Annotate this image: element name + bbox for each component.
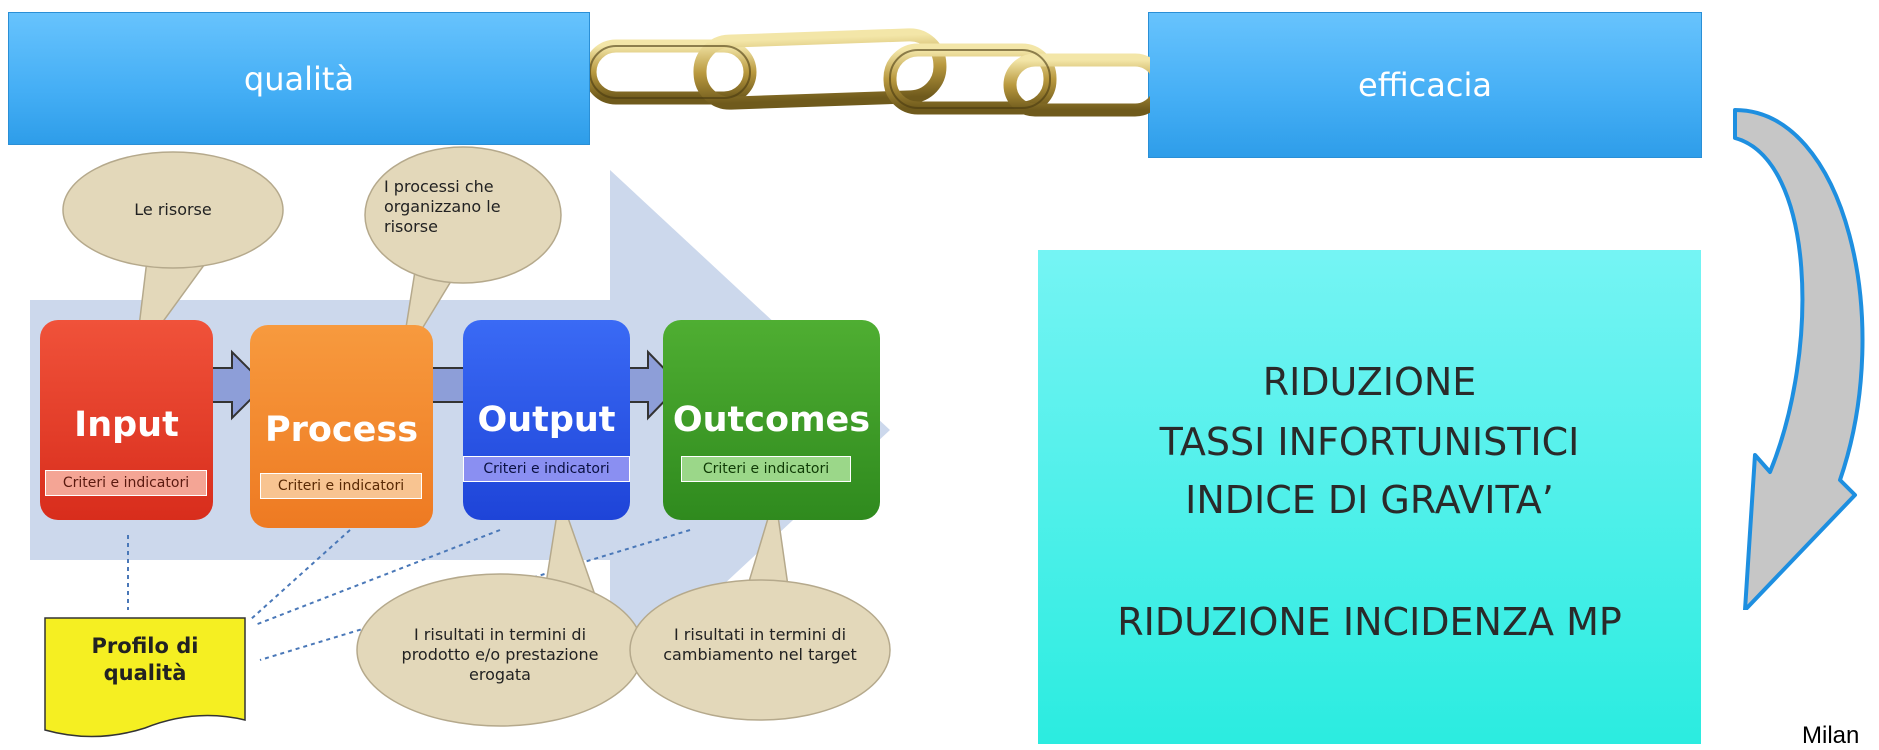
chain-image xyxy=(590,28,1150,117)
stage-output-title: Output xyxy=(477,400,616,440)
stage-outcomes-title: Outcomes xyxy=(672,400,871,440)
stage-input-title: Input xyxy=(74,405,179,445)
stage-input-criteria: Criteri e indicatori xyxy=(45,470,207,496)
chain-link-2 xyxy=(693,28,947,110)
banner-efficacia: efficacia xyxy=(1148,12,1702,158)
footer-partial-text: Milan xyxy=(1802,722,1860,749)
callout-bubble-resources xyxy=(62,151,284,269)
stage-process-criteria: Criteri e indicatori xyxy=(260,473,422,499)
chain-link-4 xyxy=(1003,53,1150,117)
curved-arrow xyxy=(1733,108,1865,610)
background-arrow-shape xyxy=(30,170,890,690)
results-line-2: TASSI INFORTUNISTICI xyxy=(1159,420,1580,464)
banner-qualita-label: qualità xyxy=(243,59,355,98)
profile-label: Profilo di qualità xyxy=(91,634,199,685)
callout-outcomes-results: I risultati in termini di cambiamento ne… xyxy=(663,625,857,664)
banner-qualita: qualità xyxy=(8,12,590,145)
stage-process: Process Criteri e indicatori xyxy=(250,325,433,528)
results-line-4: RIDUZIONE INCIDENZA MP xyxy=(1117,600,1622,644)
callout-processes: I processi che organizzano le risorse xyxy=(384,177,501,236)
banner-efficacia-label: efficacia xyxy=(1358,66,1492,104)
stage-output-criteria: Criteri e indicatori xyxy=(463,456,630,482)
results-line-3: INDICE DI GRAVITA’ xyxy=(1185,478,1554,522)
stage-process-title: Process xyxy=(264,410,419,450)
callout-resources: Le risorse xyxy=(134,200,212,219)
callout-bubble-outcomes xyxy=(629,579,891,721)
stage-outcomes-criteria: Criteri e indicatori xyxy=(681,456,851,482)
results-line-1: RIDUZIONE xyxy=(1262,360,1477,404)
profile-document-shape xyxy=(44,617,246,738)
callout-bubble-processes xyxy=(364,146,562,284)
stage-outcomes: Outcomes Criteri e indicatori xyxy=(663,320,880,520)
callout-output-results: I risultati in termini di prodotto e/o p… xyxy=(401,625,599,684)
results-box: RIDUZIONE TASSI INFORTUNISTICI INDICE DI… xyxy=(1038,250,1701,744)
stage-output: Output Criteri e indicatori xyxy=(463,320,630,520)
stage-input: Input Criteri e indicatori xyxy=(40,320,213,520)
chain-link-1 xyxy=(590,39,757,105)
